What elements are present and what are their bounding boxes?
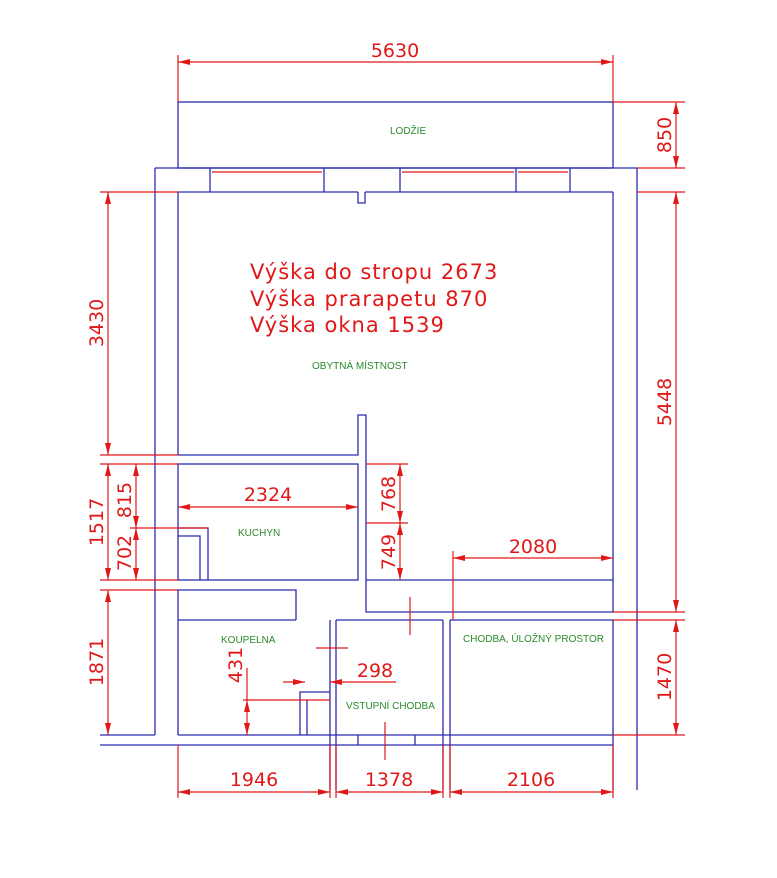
dim-top-width: 5630 [371,40,419,62]
dim-bottom-entrance: 1378 [365,769,413,791]
dim-corridor-width-top: 2080 [509,536,557,558]
dim-partition-upper: 768 [378,476,400,512]
dim-left-bathroom: 1871 [86,638,108,686]
dim-kitchen-lower: 702 [114,535,136,571]
room-label-kitchen: KUCHYN [238,528,280,539]
note-parapet-height: Výška prarapetu 870 [250,287,488,311]
dim-right-corridor: 1470 [654,653,676,701]
dim-bottom-corridor: 2106 [507,769,555,791]
room-label-entrance: VSTUPNÍ CHODBA [346,699,435,712]
dim-kitchen-width: 2324 [244,484,292,506]
arrowheads [105,59,679,795]
kitchen-outline [177,463,359,581]
room-label-corridor: CHODBA, ÚLOŽNÝ PROSTOR [463,632,604,645]
dim-left-living: 3430 [86,299,108,347]
dim-kitchen-upper: 815 [114,482,136,518]
room-label-living: OBYTNÁ MÍSTNOST [312,359,408,372]
dim-bath-detail: 431 [225,647,247,683]
walls [100,101,638,790]
dimension-lines [100,55,685,798]
dim-partition-lower: 749 [378,534,400,570]
dim-right-main: 5448 [654,378,676,426]
note-ceiling-height: Výška do stropu 2673 [250,260,498,284]
room-label-loggia: LODŽIE [390,124,426,137]
dim-left-kitchen: 1517 [86,498,108,546]
note-window-height: Výška okna 1539 [250,313,445,337]
dim-door-detail: 298 [357,660,393,682]
dim-bottom-bathroom: 1946 [230,769,278,791]
room-label-bathroom: KOUPELNA [221,635,276,646]
dim-loggia-depth: 850 [654,117,676,153]
